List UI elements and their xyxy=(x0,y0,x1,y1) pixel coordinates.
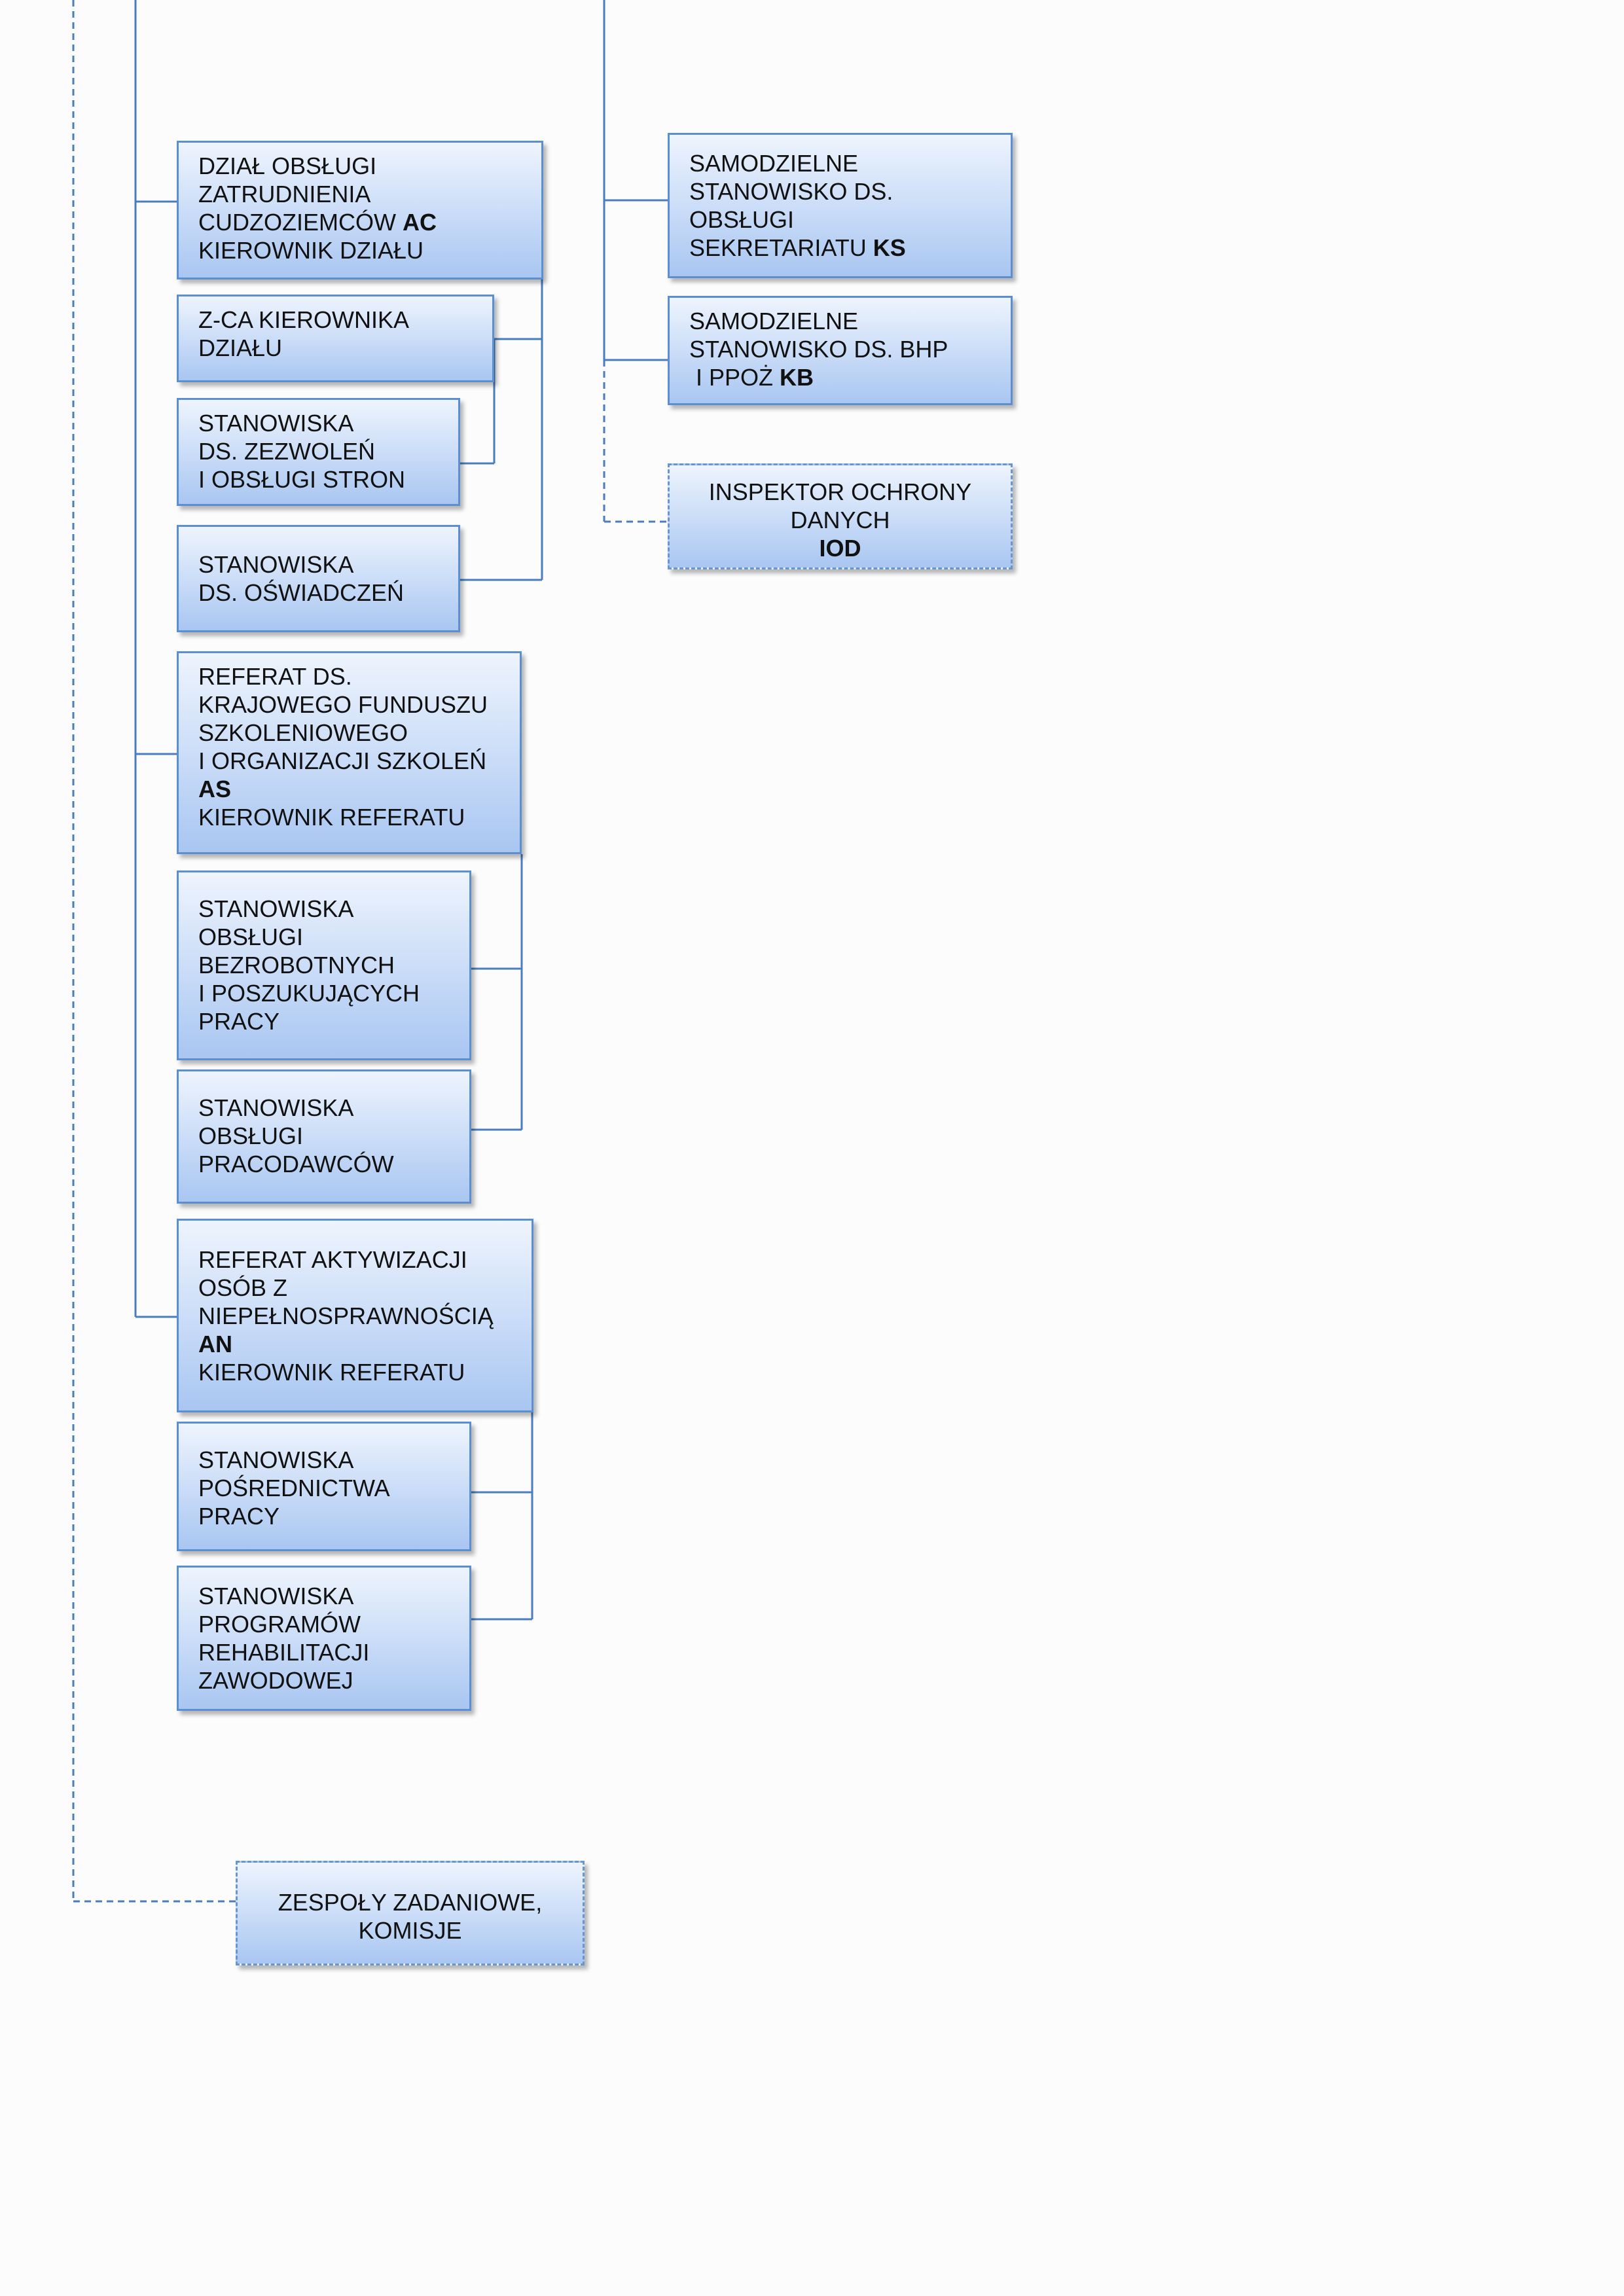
unit-line: PRACY xyxy=(198,1008,280,1035)
unit-line: REHABILITACJI xyxy=(198,1639,370,1666)
unit-line-text: I PPOŻ xyxy=(689,364,774,391)
unit-line: I OBSŁUGI STRON xyxy=(198,466,406,493)
unit-line: OBSŁUGI xyxy=(198,924,304,950)
unit-line: OBSŁUGI xyxy=(689,206,795,233)
unit-line: PRACY xyxy=(198,1503,280,1530)
unit-line: ZATRUDNIENIA xyxy=(198,181,371,207)
unit-line: STANOWISKA xyxy=(198,895,354,922)
unit-line: OSÓB Z xyxy=(198,1274,288,1301)
unit-code: AS xyxy=(198,776,232,802)
unit-line: SEKRETARIATU KS xyxy=(689,234,998,262)
unit-line: PRACODAWCÓW xyxy=(198,1151,394,1177)
unit-line: DZIAŁU xyxy=(198,334,283,361)
unit-iod: INSPEKTOR OCHRONY DANYCH IOD xyxy=(668,463,1013,569)
unit-ac: DZIAŁ OBSŁUGI ZATRUDNIENIA CUDZOZIEMCÓW … xyxy=(177,141,543,279)
unit-line: KRAJOWEGO FUNDUSZU xyxy=(198,691,488,718)
unit-code: KS xyxy=(873,234,906,261)
unit-line: OBSŁUGI xyxy=(198,1122,304,1149)
unit-line: BEZROBOTNYCH xyxy=(198,952,395,978)
unit-line-text: SEKRETARIATU xyxy=(689,234,867,261)
unit-line: STANOWISKA xyxy=(198,1446,354,1473)
unit-line: STANOWISKA xyxy=(198,1094,354,1121)
unit-line: KOMISJE xyxy=(358,1917,462,1944)
unit-line: KIEROWNIK DZIAŁU xyxy=(198,237,424,264)
unit-line: Z-CA KIEROWNIKA xyxy=(198,306,410,333)
unit-line: STANOWISKO DS. BHP xyxy=(689,336,948,363)
unit-line: ZESPOŁY ZADANIOWE, xyxy=(278,1889,543,1916)
unit-teams: ZESPOŁY ZADANIOWE, KOMISJE xyxy=(236,1861,585,1965)
unit-line: STANOWISKA xyxy=(198,551,354,578)
unit-line: I ORGANIZACJI SZKOLEŃ xyxy=(198,747,487,774)
unit-as: REFERAT DS. KRAJOWEGO FUNDUSZU SZKOLENIO… xyxy=(177,651,522,854)
unit-line: SAMODZIELNE xyxy=(689,308,859,334)
unit-line: REFERAT DS. xyxy=(198,663,352,690)
unit-as-employers: STANOWISKA OBSŁUGI PRACODAWCÓW xyxy=(177,1069,471,1204)
unit-code: KB xyxy=(780,364,814,391)
unit-an: REFERAT AKTYWIZACJI OSÓB Z NIEPEŁNOSPRAW… xyxy=(177,1219,533,1412)
unit-line: ZAWODOWEJ xyxy=(198,1667,353,1694)
unit-line: I PPOŻ KB xyxy=(689,363,998,391)
unit-line: REFERAT AKTYWIZACJI xyxy=(198,1246,467,1273)
unit-line: SZKOLENIOWEGO xyxy=(198,719,408,746)
unit-line: STANOWISKA xyxy=(198,410,354,437)
unit-line: PROGRAMÓW xyxy=(198,1611,361,1638)
unit-an-placement: STANOWISKA POŚREDNICTWA PRACY xyxy=(177,1422,471,1551)
unit-as-unemployed: STANOWISKA OBSŁUGI BEZROBOTNYCH I POSZUK… xyxy=(177,870,471,1060)
unit-line: INSPEKTOR OCHRONY xyxy=(708,478,972,505)
unit-line: NIEPEŁNOSPRAWNOŚCIĄ xyxy=(198,1302,494,1329)
unit-code: AN xyxy=(198,1331,232,1357)
unit-ac-statements: STANOWISKA DS. OŚWIADCZEŃ xyxy=(177,525,460,632)
unit-an-rehab: STANOWISKA PROGRAMÓW REHABILITACJI ZAWOD… xyxy=(177,1566,471,1711)
unit-ac-deputy: Z-CA KIEROWNIKA DZIAŁU xyxy=(177,295,494,382)
unit-line: SAMODZIELNE xyxy=(689,150,859,177)
unit-ks: SAMODZIELNE STANOWISKO DS. OBSŁUGI SEKRE… xyxy=(668,133,1013,278)
unit-line: DANYCH xyxy=(790,506,890,533)
unit-kb: SAMODZIELNE STANOWISKO DS. BHP I PPOŻ KB xyxy=(668,296,1013,405)
unit-line: STANOWISKO DS. xyxy=(689,178,893,205)
unit-line-text: CUDZOZIEMCÓW xyxy=(198,209,396,236)
unit-code: AC xyxy=(402,209,437,236)
unit-line: POŚREDNICTWA xyxy=(198,1475,390,1501)
unit-line: DS. OŚWIADCZEŃ xyxy=(198,579,405,606)
unit-line: CUDZOZIEMCÓW AC xyxy=(198,208,528,236)
unit-code: IOD xyxy=(819,534,861,562)
unit-line: STANOWISKA xyxy=(198,1583,354,1609)
unit-line: DZIAŁ OBSŁUGI xyxy=(198,152,377,179)
unit-line: KIEROWNIK REFERATU xyxy=(198,1359,465,1386)
unit-ac-permits: STANOWISKA DS. ZEZWOLEŃ I OBSŁUGI STRON xyxy=(177,398,460,506)
unit-line: KIEROWNIK REFERATU xyxy=(198,804,465,831)
unit-line: I POSZUKUJĄCYCH xyxy=(198,980,420,1007)
unit-line: DS. ZEZWOLEŃ xyxy=(198,438,376,465)
